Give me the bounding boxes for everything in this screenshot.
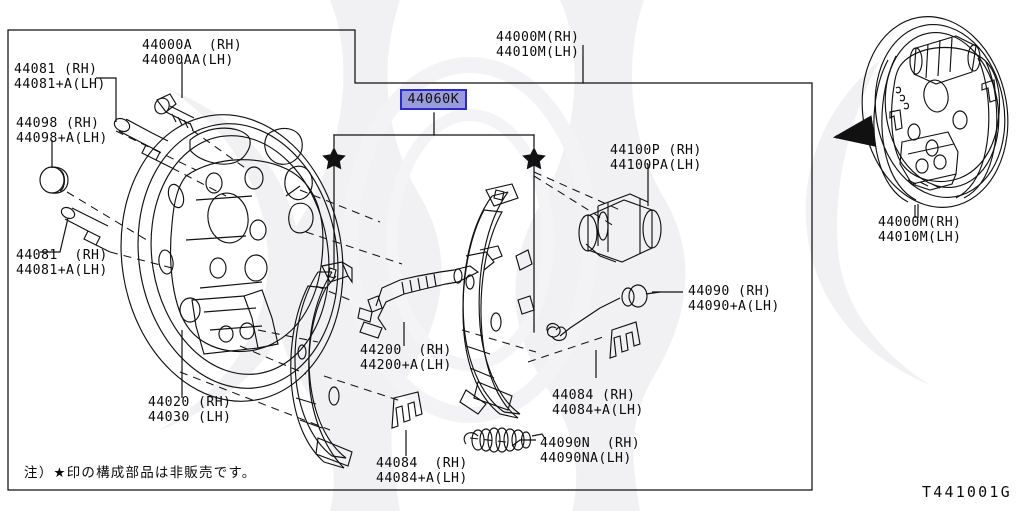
adjuster-44200 bbox=[357, 245, 503, 339]
star-markers bbox=[322, 147, 546, 170]
callout-44200: 44200 (RH)44200+A(LH) bbox=[360, 343, 452, 373]
callout-44081-upper: 44081 (RH)44081+A(LH) bbox=[14, 62, 106, 92]
callout-44084-right: 44084 (RH)44084+A(LH) bbox=[552, 388, 644, 418]
callout-44090: 44090 (RH)44090+A(LH) bbox=[688, 284, 780, 314]
callout-44100P: 44100P (RH)44100PA(LH) bbox=[610, 143, 702, 173]
callout-44098: 44098 (RH)44098+A(LH) bbox=[16, 116, 108, 146]
backing-plate-left bbox=[120, 114, 344, 402]
clip-44084-left bbox=[391, 391, 423, 429]
footnote-note: 注）★印の構成部品は非販売です。 bbox=[24, 465, 257, 481]
callout-44000M-top: 44000M(RH)44010M(LH) bbox=[496, 30, 580, 60]
drawing-code: T441001G bbox=[922, 483, 1012, 501]
retainer-44090 bbox=[546, 284, 661, 342]
callout-44084-left: 44084 (RH)44084+A(LH) bbox=[376, 456, 468, 486]
callout-44081-lower: 44081 (RH)44081+A(LH) bbox=[16, 248, 108, 278]
brake-shoe-right bbox=[459, 183, 535, 419]
bolt-44000A bbox=[154, 93, 195, 131]
clip-44084-right bbox=[609, 321, 641, 359]
wheel-cylinder-44100P bbox=[578, 193, 662, 263]
return-spring-44090N bbox=[463, 427, 547, 453]
assembly-direction-arrow bbox=[832, 115, 877, 147]
callout-44090N: 44090N (RH)44090NA(LH) bbox=[540, 436, 641, 466]
callout-44000A: 44000A (RH)44000AA(LH) bbox=[142, 38, 243, 68]
highlighted-part-44060K[interactable]: 44060K bbox=[400, 89, 467, 110]
brake-shoe-left bbox=[290, 261, 353, 469]
callout-44020: 44020 (RH)44030 (LH) bbox=[148, 395, 232, 425]
bolt-44081-lower bbox=[60, 206, 111, 253]
assembly-44000M-right bbox=[861, 16, 1009, 208]
highlight-label: 44060K bbox=[407, 92, 460, 107]
callout-44000M-right: 44000M(RH)44010M(LH) bbox=[878, 215, 962, 245]
